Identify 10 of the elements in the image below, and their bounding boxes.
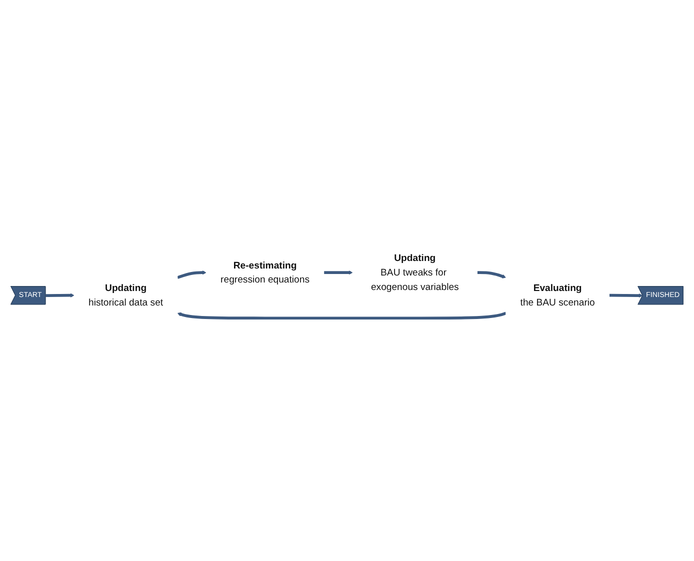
- arrow: [176, 270, 206, 278]
- node-text: Updating BAU tweaks for exogenous variables: [370, 252, 459, 292]
- arrow: [324, 270, 353, 274]
- node-text: Re-estimating regression equations: [220, 260, 310, 285]
- node-text: Evaluating the BAU scenario: [520, 282, 595, 308]
- node-text: Updating historical data set: [88, 282, 164, 308]
- arrow: [177, 311, 506, 320]
- arrow: [477, 270, 506, 278]
- arrow: [609, 292, 643, 298]
- arrow: [46, 292, 74, 297]
